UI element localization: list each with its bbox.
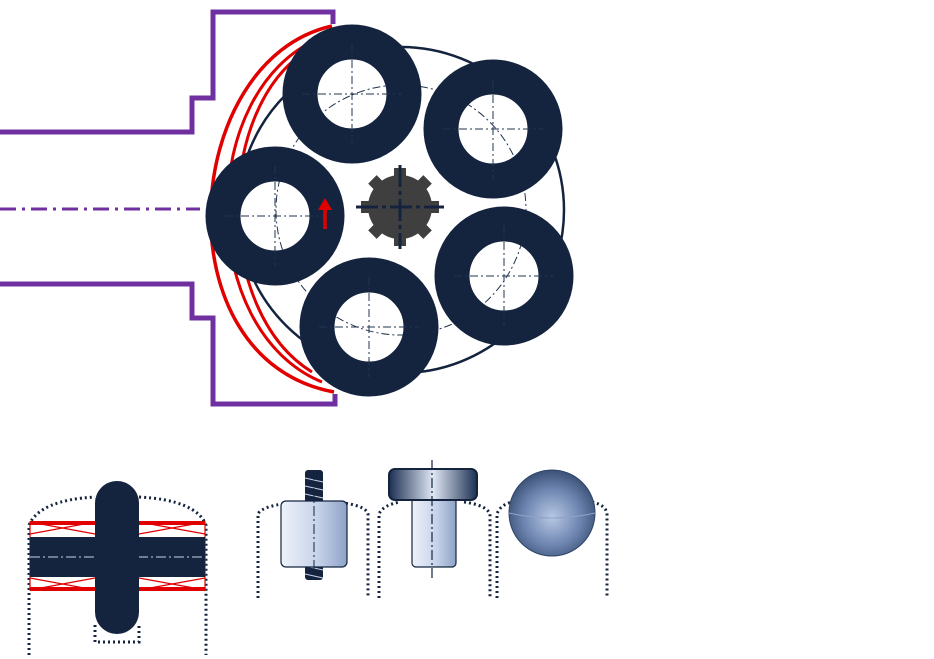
ball-insert <box>495 469 609 598</box>
threaded-pin-insert <box>256 470 370 598</box>
ball-icon <box>508 469 596 557</box>
roller-upper-right <box>423 59 563 199</box>
roller-bottom <box>299 257 439 397</box>
roller-top <box>282 24 422 164</box>
spring-roller <box>95 481 139 634</box>
headed-pin-insert <box>377 460 492 598</box>
housing-upper-profile <box>0 9 336 135</box>
pin-head <box>388 468 478 501</box>
coil-spring-section <box>27 481 208 655</box>
housing-lower-profile <box>0 281 338 407</box>
spring-pocket-outline <box>27 495 208 655</box>
pocket-outline-right <box>495 500 609 598</box>
pin-shank <box>411 496 457 568</box>
roller-lower-right <box>434 206 574 346</box>
splined-hub-icon <box>356 165 444 249</box>
ball-equator <box>508 512 596 519</box>
roller-left <box>205 146 345 286</box>
roller-clutch-assembly <box>0 9 574 407</box>
pocket-outline-middle <box>377 500 492 598</box>
arrow-up-icon <box>318 198 332 229</box>
